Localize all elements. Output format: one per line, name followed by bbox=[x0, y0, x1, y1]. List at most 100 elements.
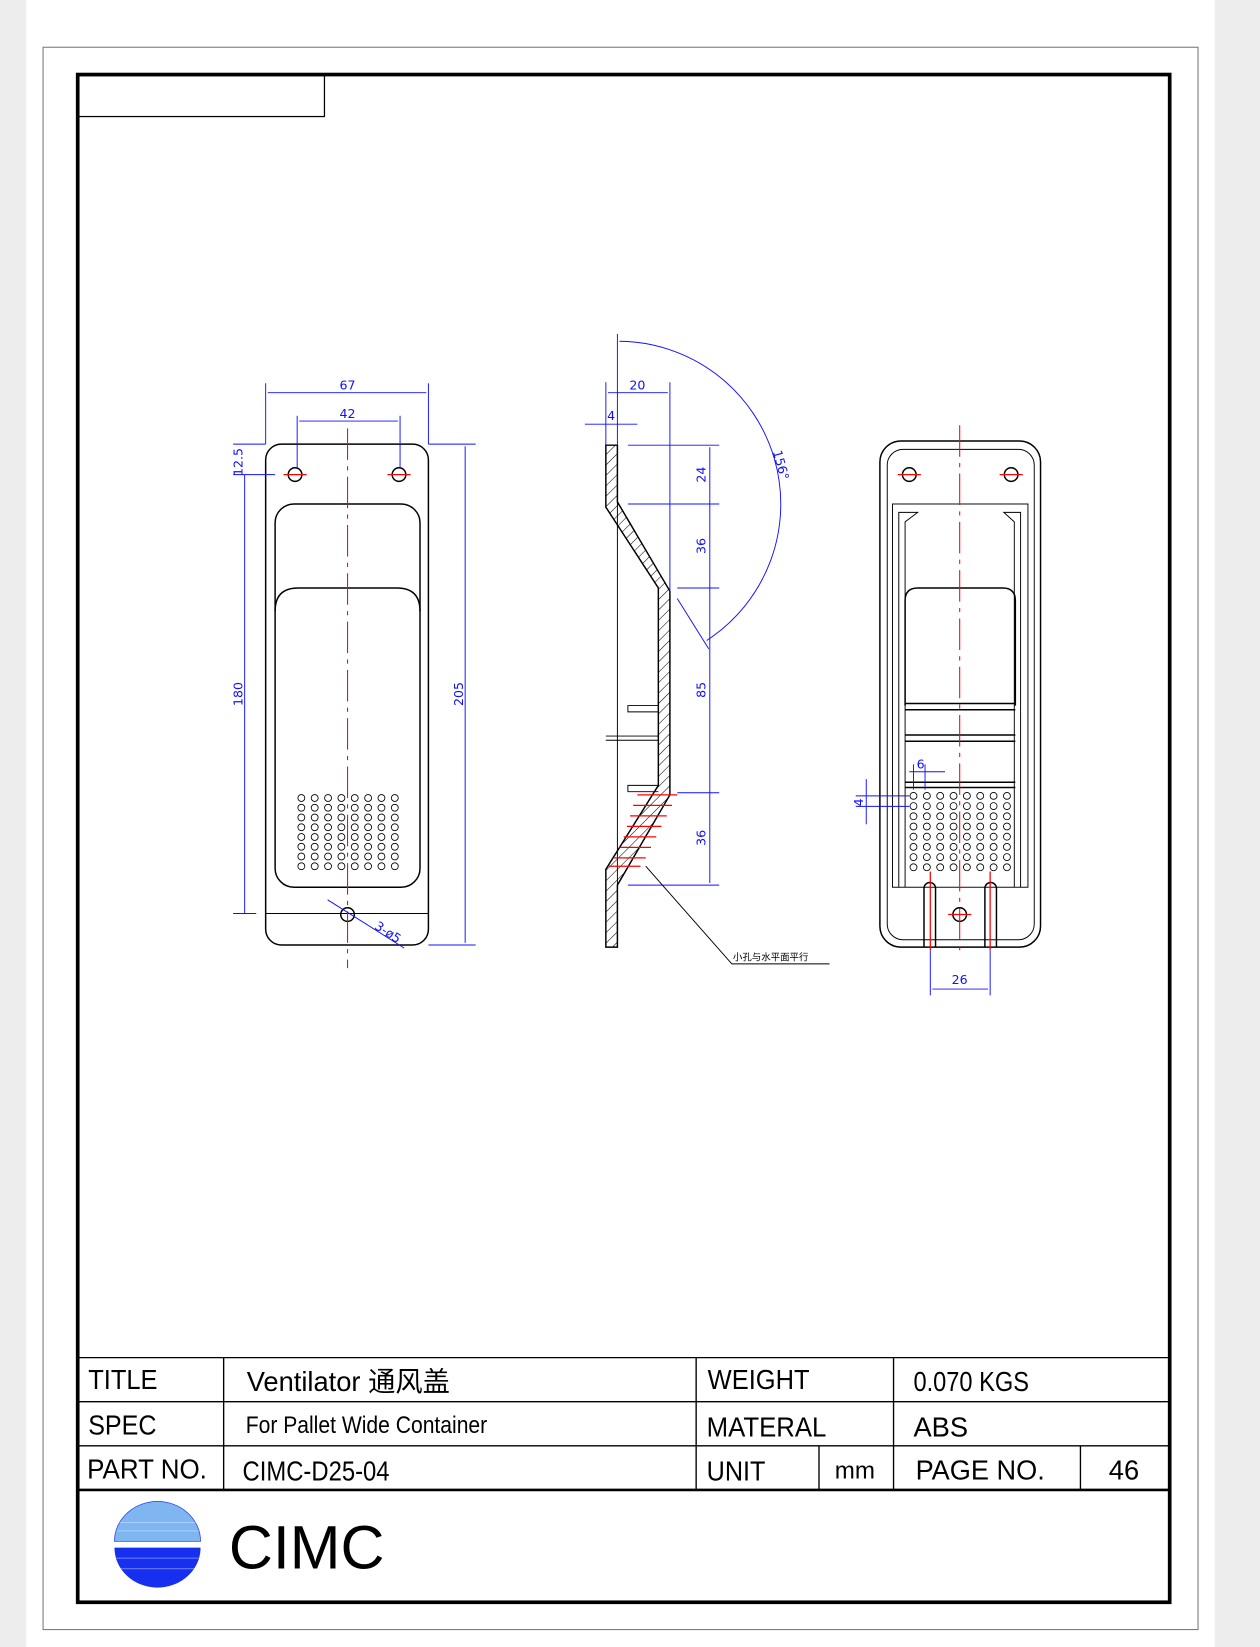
page-no-label: PAGE NO. bbox=[916, 1454, 1045, 1485]
vent-hole bbox=[936, 802, 945, 810]
vent-hole bbox=[963, 832, 971, 841]
vent-hole bbox=[989, 822, 998, 831]
dim-26: 26 bbox=[952, 972, 968, 987]
vent-hole bbox=[989, 853, 998, 861]
vent-hole bbox=[963, 853, 971, 861]
vent-hole bbox=[390, 813, 399, 822]
note-text: 小孔与水平面平行 bbox=[733, 952, 809, 964]
spec-label: SPEC bbox=[88, 1409, 156, 1440]
vent-hole bbox=[976, 792, 985, 800]
vent-hole bbox=[390, 833, 399, 841]
vent-hole bbox=[390, 862, 399, 871]
vent-hole bbox=[310, 833, 319, 841]
vent-hole bbox=[909, 853, 918, 861]
vent-hole bbox=[350, 803, 359, 812]
vent-hole bbox=[297, 833, 306, 841]
vent-hole bbox=[377, 842, 386, 851]
vent-hole bbox=[936, 792, 945, 800]
vent-hole bbox=[976, 863, 985, 872]
dim-4: 4 bbox=[607, 408, 615, 423]
vent-hole bbox=[1003, 822, 1011, 831]
vent-hole bbox=[1003, 842, 1011, 851]
vent-hole bbox=[909, 822, 918, 831]
vent-hole bbox=[989, 842, 998, 851]
vent-hole bbox=[324, 823, 332, 832]
vent-hole bbox=[377, 823, 386, 832]
part-no-value: CIMC-D25-04 bbox=[243, 1455, 390, 1486]
unit-value: mm bbox=[835, 1457, 875, 1484]
vent-hole bbox=[989, 832, 998, 841]
vent-hole bbox=[297, 803, 306, 812]
vent-hole bbox=[949, 822, 958, 831]
weight-label: WEIGHT bbox=[708, 1364, 810, 1395]
vent-hole bbox=[989, 812, 998, 821]
vent-hole bbox=[390, 842, 399, 851]
vent-hole bbox=[963, 802, 971, 810]
vent-hole bbox=[364, 803, 372, 812]
vent-hole bbox=[976, 832, 985, 841]
vent-hole bbox=[936, 822, 945, 831]
vent-hole bbox=[936, 812, 945, 821]
vent-hole bbox=[909, 842, 918, 851]
rear-view: 26 6 4 bbox=[851, 425, 1042, 996]
vent-hole bbox=[1003, 792, 1011, 800]
vent-hole bbox=[337, 813, 346, 822]
vent-hole bbox=[310, 823, 319, 832]
vent-hole bbox=[390, 803, 399, 812]
outer-border bbox=[42, 46, 1199, 1631]
vent-hole bbox=[364, 862, 372, 871]
vent-hole bbox=[936, 842, 945, 851]
dim-12-5: 12.5 bbox=[231, 448, 246, 476]
vent-hole bbox=[936, 863, 945, 872]
vent-hole bbox=[310, 794, 319, 802]
vent-hole bbox=[949, 832, 958, 841]
vent-hole bbox=[963, 812, 971, 821]
vent-hole bbox=[949, 863, 958, 872]
vent-hole bbox=[310, 852, 319, 861]
dim-36b: 36 bbox=[694, 830, 709, 846]
vent-hole bbox=[297, 842, 306, 851]
vent-hole bbox=[909, 863, 918, 872]
logo-text: CIMC bbox=[229, 1514, 385, 1582]
vent-hole bbox=[922, 853, 931, 861]
vent-hole bbox=[350, 823, 359, 832]
vent-hole bbox=[337, 842, 346, 851]
vent-hole bbox=[324, 862, 332, 871]
vent-hole bbox=[390, 794, 399, 802]
vent-hole bbox=[963, 822, 971, 831]
vent-hole bbox=[350, 862, 359, 871]
vent-hole bbox=[1003, 863, 1011, 872]
vent-hole bbox=[922, 822, 931, 831]
side-view: 20 4 24 36 85 36 156° 小孔与水平面平行 bbox=[584, 333, 830, 965]
dim-205: 205 bbox=[451, 682, 466, 706]
vent-hole bbox=[922, 812, 931, 821]
dim-20: 20 bbox=[629, 378, 645, 393]
vent-hole bbox=[989, 802, 998, 810]
vent-hole bbox=[364, 794, 372, 802]
vent-hole bbox=[350, 852, 359, 861]
title-label: TITLE bbox=[88, 1364, 157, 1395]
vent-hole bbox=[297, 862, 306, 871]
material-value: ABS bbox=[913, 1411, 968, 1442]
vent-hole bbox=[324, 794, 332, 802]
vent-hole bbox=[936, 832, 945, 841]
vent-hole bbox=[364, 833, 372, 841]
vent-hole bbox=[337, 794, 346, 802]
vent-hole bbox=[1003, 853, 1011, 861]
dim-36a: 36 bbox=[694, 538, 709, 554]
material-label: MATERAL bbox=[707, 1411, 827, 1442]
vent-hole bbox=[297, 813, 306, 822]
vent-hole bbox=[949, 842, 958, 851]
vent-hole bbox=[922, 802, 931, 810]
vent-hole bbox=[963, 792, 971, 800]
vent-hole bbox=[350, 842, 359, 851]
vent-hole bbox=[310, 813, 319, 822]
vent-hole bbox=[297, 794, 306, 802]
vent-hole bbox=[976, 812, 985, 821]
vent-hole bbox=[976, 853, 985, 861]
vent-hole bbox=[1003, 802, 1011, 810]
page bbox=[26, 0, 1215, 1647]
part-no-label: PART NO. bbox=[87, 1453, 207, 1484]
vent-hole bbox=[989, 863, 998, 872]
